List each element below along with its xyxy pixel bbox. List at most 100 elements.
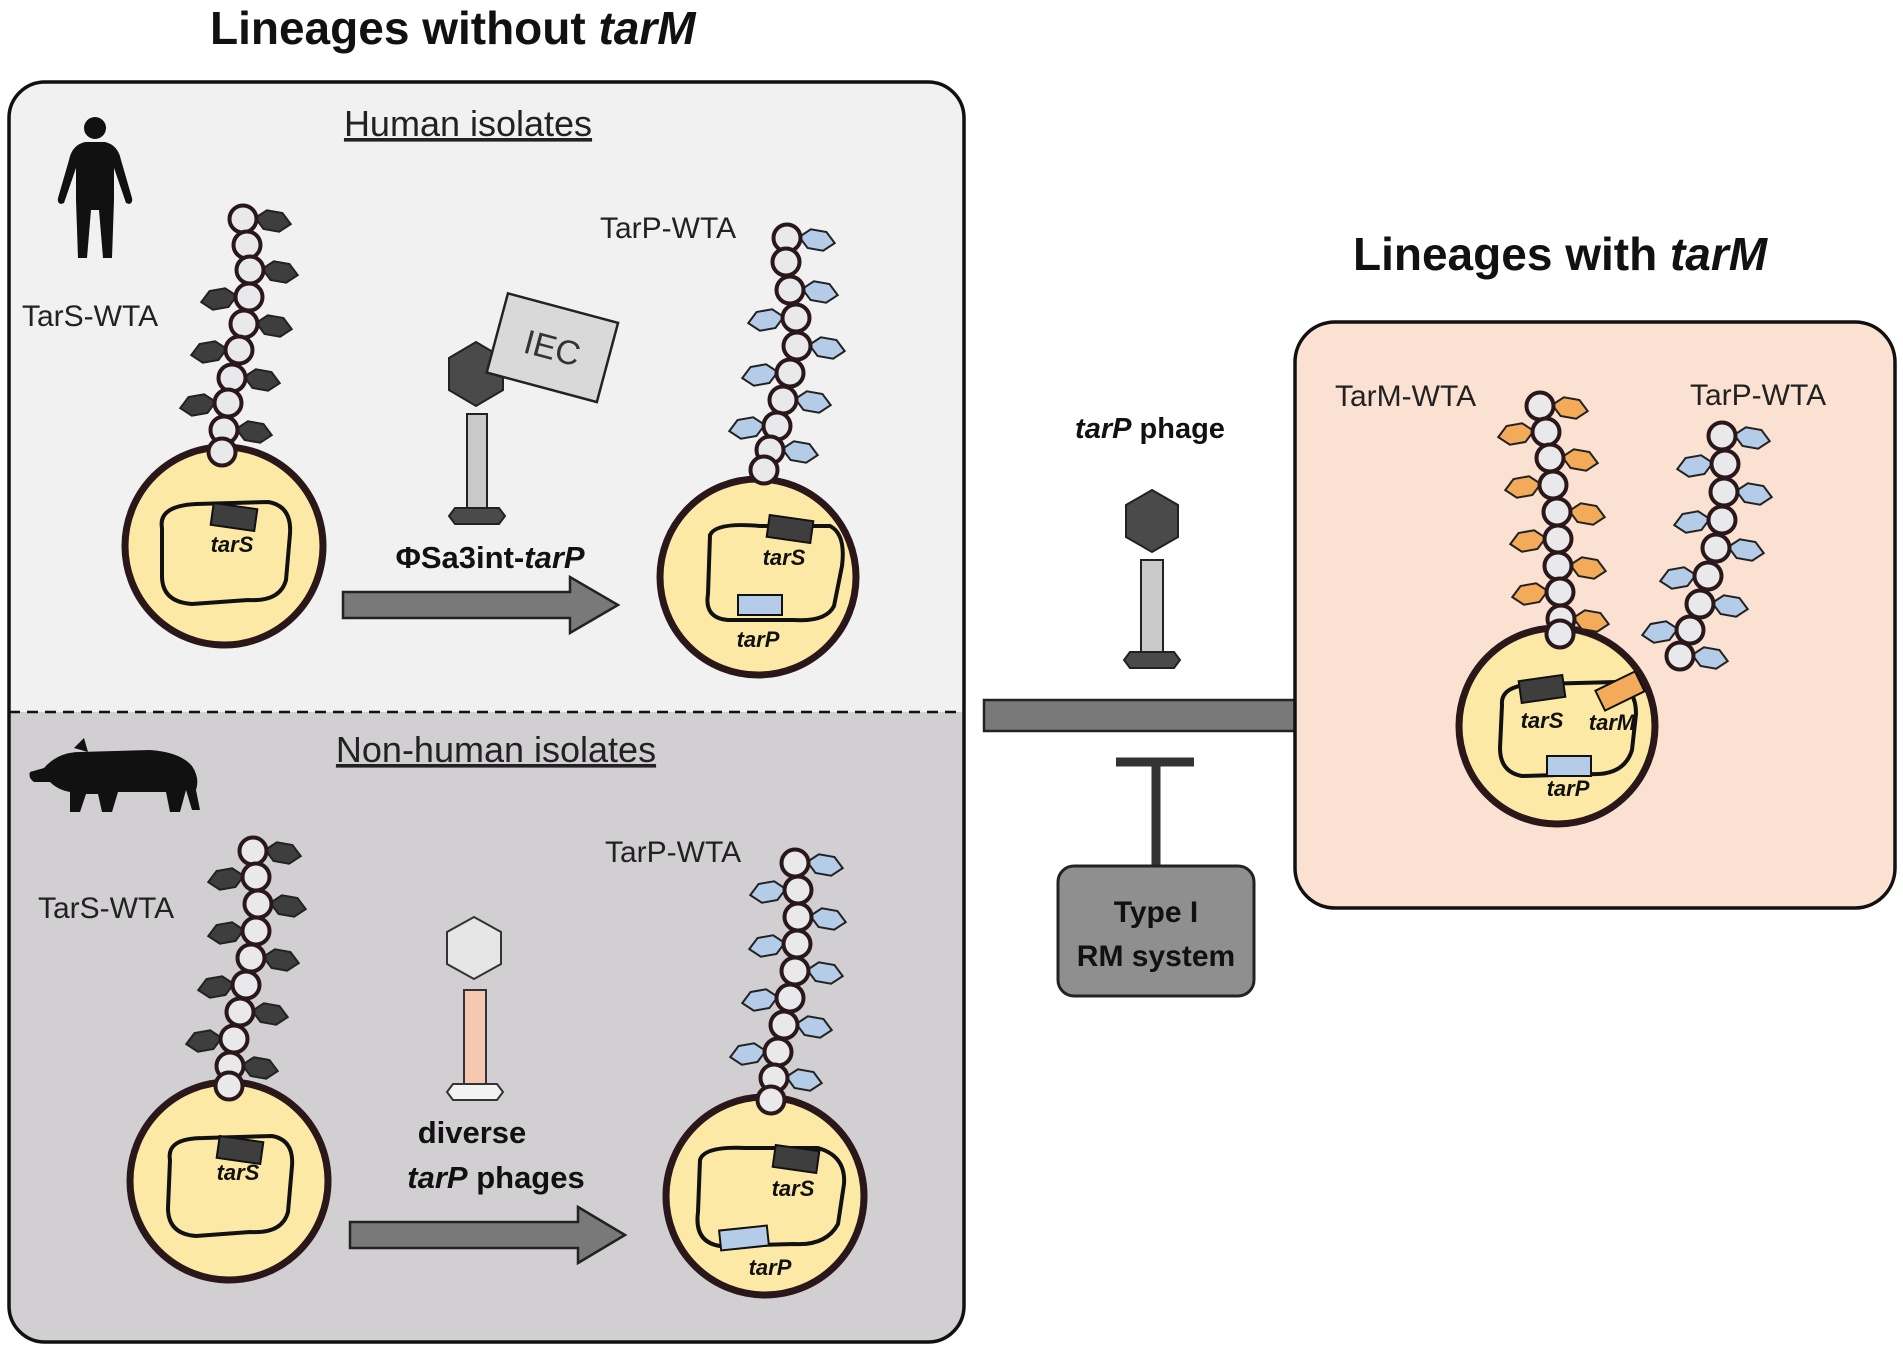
tarP-glycosylation bbox=[808, 907, 848, 931]
nonhuman-tarP-wta-label: TarP-WTA bbox=[605, 836, 741, 869]
wta-ribitol-unit bbox=[213, 1070, 245, 1102]
wta-ribitol-unit bbox=[212, 387, 244, 419]
gene-label-tarS: tarS bbox=[772, 1176, 815, 1201]
cell-human-tarS-tarP: tarS tarP bbox=[656, 475, 860, 679]
tarS-glycosylation bbox=[254, 314, 294, 338]
tarS-glycosylation bbox=[263, 841, 303, 865]
tarP-phage-head bbox=[1125, 488, 1179, 554]
human-icon bbox=[57, 117, 133, 258]
tarP-glycosylation bbox=[805, 961, 845, 985]
tarP-phage bbox=[1122, 488, 1182, 669]
wta-ribitol-unit bbox=[1700, 532, 1732, 564]
tarP-glycosylation bbox=[1726, 538, 1766, 562]
nonhuman-section-title: Non-human isolates bbox=[336, 729, 656, 770]
cell-human-tarS: tarS bbox=[121, 443, 327, 649]
wta-ribitol-unit bbox=[781, 330, 813, 362]
wta-ribitol-unit bbox=[224, 996, 256, 1028]
tarM-glycosylation bbox=[1571, 609, 1611, 633]
tarP-glycosylation bbox=[784, 1068, 824, 1092]
gene-label-tarS: tarS bbox=[1521, 708, 1564, 733]
wta-ribitol-unit bbox=[233, 281, 265, 313]
tarP-glycosylation bbox=[1710, 594, 1750, 618]
rm-label-line2: RM system bbox=[1077, 940, 1235, 973]
wta-ribitol-unit bbox=[231, 229, 263, 261]
tarS-glycosylation bbox=[234, 420, 274, 444]
wta-ribitol-unit bbox=[235, 942, 267, 974]
wta-ribitol-unit bbox=[1542, 550, 1574, 582]
diverse-phage bbox=[445, 915, 505, 1101]
wta-ribitol-unit bbox=[230, 969, 262, 1001]
tarS-glycosylation bbox=[250, 1002, 290, 1026]
wta-ribitol-unit bbox=[1537, 469, 1569, 501]
cell-nonhuman-tarS: tarS bbox=[126, 1078, 332, 1284]
wta-ribitol-unit bbox=[770, 246, 802, 278]
diverse-phage-tail bbox=[463, 989, 487, 1086]
rm-system-box: Type I RM system bbox=[1056, 864, 1256, 998]
tarS-glycosylation bbox=[260, 260, 300, 284]
diverse-phage-head bbox=[446, 915, 502, 981]
wta-ribitol-unit bbox=[240, 915, 272, 947]
tarP-phage-tail bbox=[1140, 559, 1164, 653]
inhibition-symbol bbox=[1116, 757, 1194, 868]
iec-sign: IEC bbox=[485, 291, 620, 404]
wta-ribitol-unit bbox=[234, 254, 266, 286]
tarM-glycosylation bbox=[1550, 396, 1590, 420]
wta-ribitol-unit bbox=[1542, 523, 1574, 555]
gene-label-tarS: tarS bbox=[217, 1160, 260, 1185]
wta-ribitol-unit bbox=[223, 334, 255, 366]
wta-ribitol-unit bbox=[227, 203, 259, 235]
wta-ribitol-unit bbox=[782, 874, 814, 906]
left-panel-title: Lineages without tarM bbox=[210, 2, 697, 54]
wta-ribitol-unit bbox=[1684, 588, 1716, 620]
gene-label-tarP: tarP bbox=[737, 627, 780, 652]
gene-label-tarP: tarP bbox=[749, 1255, 792, 1280]
tarP-glycosylation bbox=[1734, 482, 1774, 506]
wta-ribitol-unit bbox=[1706, 420, 1738, 452]
wta-ribitol-unit bbox=[767, 384, 799, 416]
human-tarP-wta-label: TarP-WTA bbox=[600, 212, 736, 245]
diverse-phage-baseplate bbox=[445, 1083, 505, 1101]
wta-ribitol-unit bbox=[774, 982, 806, 1014]
tarP-phage-label: tarP phage bbox=[1075, 413, 1225, 445]
gene-label-tarS: tarS bbox=[763, 545, 806, 570]
wta-ribitol-unit bbox=[748, 454, 780, 486]
rm-label-line1: Type I bbox=[1114, 896, 1198, 929]
human-section-title: Human isolates bbox=[344, 103, 592, 144]
gene-label-tarS: tarS bbox=[211, 532, 254, 557]
wta-ribitol-unit bbox=[242, 888, 274, 920]
tarM-glycosylation bbox=[1560, 448, 1600, 472]
tarP-glycosylation bbox=[807, 336, 847, 360]
wta-ribitol-unit bbox=[1524, 390, 1556, 422]
tarP-glycosylation bbox=[797, 228, 837, 252]
wta-ribitol-unit bbox=[755, 1084, 787, 1116]
wta-ribitol-unit bbox=[1664, 640, 1696, 672]
cell-tarM-lineage: tarS tarM tarP bbox=[1455, 624, 1659, 828]
wta-ribitol-unit bbox=[1708, 476, 1740, 508]
nonhuman-arrow-label-line1: diverse bbox=[418, 1115, 527, 1150]
wta-ribitol-unit bbox=[218, 1023, 250, 1055]
iec-phage: IEC bbox=[447, 291, 620, 525]
right-panel-title: Lineages with tarM bbox=[1353, 228, 1769, 280]
tarS-glycosylation bbox=[240, 1056, 280, 1080]
wta-chains bbox=[178, 203, 1774, 1116]
tarP-glycosylation bbox=[794, 1015, 834, 1039]
cell-nonhuman-tarS-tarP: tarS tarP bbox=[662, 1093, 868, 1299]
wta-ribitol-unit bbox=[1534, 442, 1566, 474]
tarS-glycosylation bbox=[268, 894, 308, 918]
wta-ribitol-unit bbox=[1709, 448, 1741, 480]
wta-ribitol-unit bbox=[768, 1009, 800, 1041]
human-arrow-label: ΦSa3int-tarP bbox=[395, 540, 584, 575]
tarP-glycosylation bbox=[800, 280, 840, 304]
human-tarS-wta-label: TarS-WTA bbox=[22, 300, 158, 333]
iec-phage-tail bbox=[466, 413, 488, 510]
wta-ribitol-unit bbox=[781, 928, 813, 960]
wta-ribitol-unit bbox=[1544, 618, 1576, 650]
tarS-glycosylation bbox=[261, 948, 301, 972]
tarP-glycosylation bbox=[805, 853, 845, 877]
tarP-phage-baseplate bbox=[1122, 651, 1182, 669]
wta-ribitol-unit bbox=[1530, 416, 1562, 448]
tarP-glycosylation bbox=[1732, 426, 1772, 450]
nonhuman-tarS-wta-label: TarS-WTA bbox=[38, 892, 174, 925]
gene-label-tarP: tarP bbox=[1547, 776, 1590, 801]
